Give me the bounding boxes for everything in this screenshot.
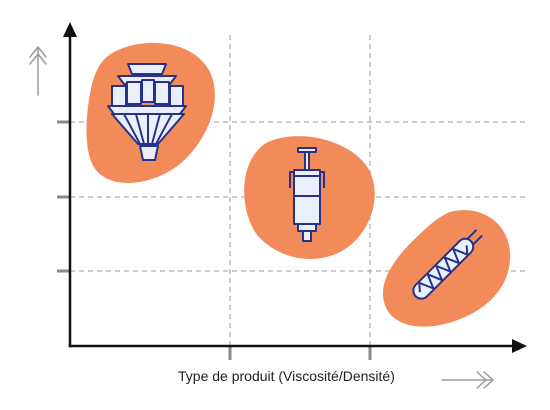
multihead-weigher-icon bbox=[107, 63, 187, 161]
x-axis-arrowhead bbox=[512, 339, 527, 353]
ticks bbox=[57, 120, 372, 360]
piston-filler-syringe-icon bbox=[289, 147, 325, 242]
y-hint-double-arrow-icon bbox=[29, 46, 47, 96]
auger-screw-icon bbox=[412, 229, 483, 300]
axes bbox=[63, 22, 527, 353]
x-hint-double-arrow-icon bbox=[441, 371, 494, 389]
y-axis-arrowhead bbox=[63, 22, 77, 37]
x-axis-label: Type de produit (Viscosité/Densité) bbox=[178, 368, 395, 384]
